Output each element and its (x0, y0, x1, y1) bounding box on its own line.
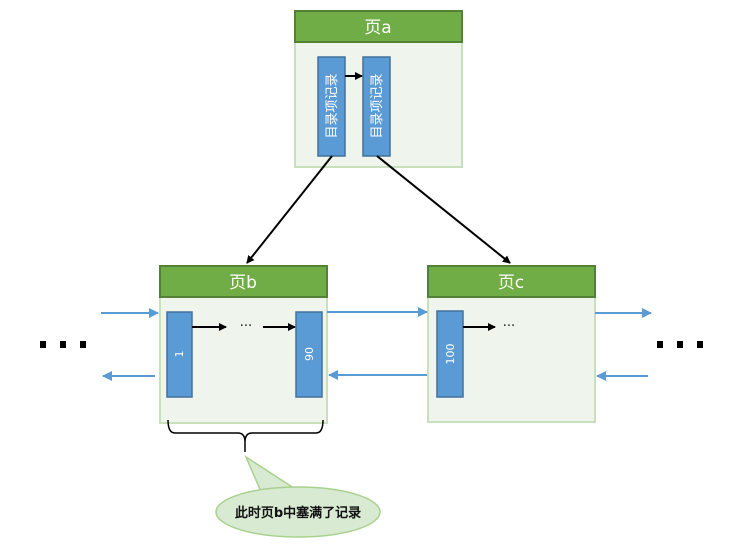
page-b: 页b 1 ··· 90 (159, 265, 328, 424)
page-b-title: 页b (229, 273, 257, 293)
callout: 此时页b中塞满了记录 (215, 455, 381, 538)
records-ellipsis: ··· (240, 319, 252, 334)
page-b-header (159, 265, 328, 298)
page-a: 页a 目录项记录 目录项记录 (294, 10, 463, 168)
record-90: 90 (295, 311, 323, 398)
brace (167, 419, 324, 452)
page-c-title: 页c (498, 273, 524, 293)
callout-text: 此时页b中塞满了记录 (235, 505, 361, 521)
left-ellipsis (40, 341, 86, 348)
record-100: 100 (436, 310, 464, 398)
page-a-header (294, 10, 463, 43)
record-100-label: 100 (444, 344, 457, 365)
pointer-arrow-to-page-c (376, 155, 511, 264)
callout-bubble (215, 486, 381, 538)
directory-record-1: 目录项记录 (317, 56, 346, 157)
records-ellipsis: ··· (503, 319, 515, 334)
page-c-header (427, 265, 596, 298)
directory-record-1-label: 目录项记录 (325, 73, 340, 138)
record-1-label: 1 (173, 351, 186, 358)
record-1: 1 (166, 311, 193, 398)
record-90-label: 90 (303, 347, 316, 361)
directory-record-2: 目录项记录 (362, 56, 391, 157)
directory-record-2-label: 目录项记录 (370, 73, 385, 138)
page-c: 页c 100 ··· (427, 265, 596, 423)
pointer-arrow-to-page-b (246, 155, 333, 264)
right-ellipsis (657, 341, 703, 348)
page-a-title: 页a (364, 18, 391, 38)
